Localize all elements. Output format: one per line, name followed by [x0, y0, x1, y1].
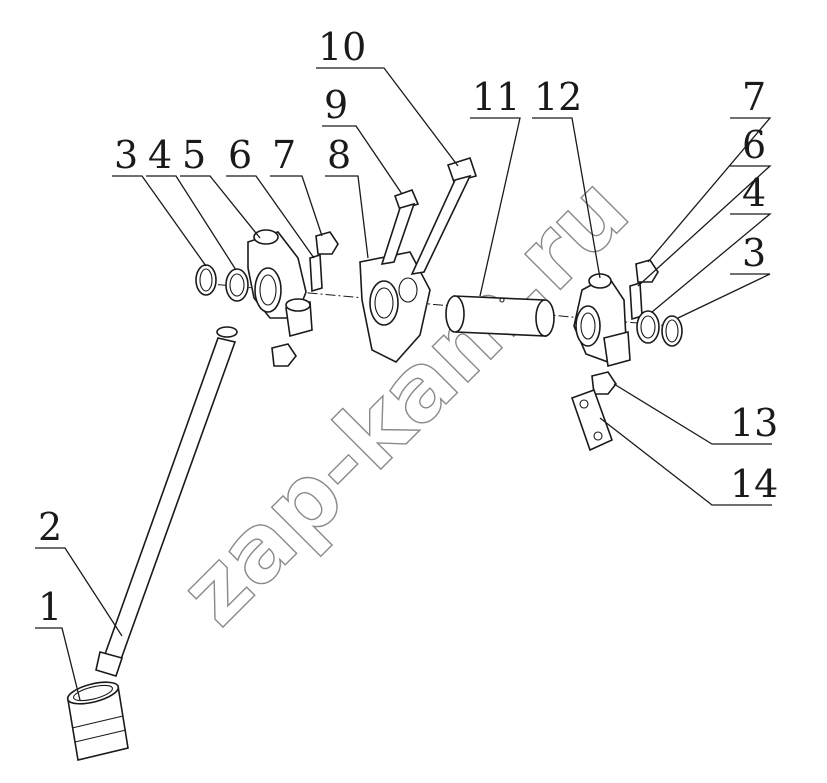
- leader-5: [180, 175, 261, 239]
- callout-3-left: 3: [114, 133, 138, 177]
- callout-12: 12: [534, 75, 582, 119]
- part-snap-ring-left: [195, 264, 217, 296]
- callout-13: 13: [730, 401, 778, 445]
- leader-2: [35, 547, 123, 637]
- part-nut-left: [315, 231, 339, 255]
- callout-4-left: 4: [148, 133, 172, 177]
- part-adjusting-screw-left: [309, 253, 323, 293]
- leader-14: [599, 417, 772, 506]
- leader-11: [470, 117, 521, 297]
- leader-4-left: [146, 175, 237, 271]
- callout-11: 11: [472, 75, 520, 119]
- callout-9: 9: [324, 83, 348, 127]
- leader-4-right: [651, 213, 772, 313]
- leader-10: [316, 67, 459, 167]
- callout-7-left: 7: [272, 133, 296, 177]
- part-nut-13: [591, 371, 617, 395]
- leader-12: [532, 117, 601, 279]
- part-washer-right: [636, 310, 660, 344]
- callout-4-right: 4: [742, 171, 766, 215]
- part-rocker-arm-left: [247, 229, 313, 338]
- callout-labels: 1 2 3 4 5 6 7 8 9 10 11 12 7 6 4 3 13 14: [38, 25, 778, 629]
- callout-10: 10: [318, 25, 366, 69]
- part-short-bolt: [380, 188, 420, 266]
- leader-9: [322, 125, 403, 195]
- part-tappet: [66, 681, 129, 761]
- leader-7-left: [270, 175, 323, 237]
- part-nut-right: [635, 259, 659, 283]
- leader-lines: [35, 67, 772, 701]
- callout-6-left: 6: [228, 133, 252, 177]
- leader-6-left: [226, 175, 315, 259]
- leader-8: [325, 175, 369, 259]
- part-valve-bridge: [570, 388, 614, 452]
- part-long-bolt: [410, 156, 478, 276]
- callout-2: 2: [38, 505, 62, 549]
- callout-14: 14: [730, 462, 778, 506]
- leader-6-right: [637, 165, 772, 287]
- leader-7-right: [647, 117, 772, 263]
- leader-3-right: [677, 273, 771, 319]
- part-snap-ring-right: [661, 315, 683, 347]
- callout-3-right: 3: [742, 231, 766, 275]
- leader-13: [613, 383, 772, 445]
- part-rocker-shaft: [445, 295, 555, 337]
- callout-7-right: 7: [742, 75, 766, 119]
- callout-8: 8: [327, 133, 351, 177]
- part-washer-left: [225, 268, 249, 302]
- leader-3-left: [112, 175, 207, 267]
- part-adjusting-screw-right: [629, 281, 643, 321]
- callout-6-right: 6: [742, 123, 766, 167]
- part-shaft-support: [359, 251, 431, 363]
- part-rocker-arm-right: [573, 273, 631, 368]
- part-nut-lower-left: [271, 343, 297, 367]
- leader-1: [35, 627, 81, 701]
- callout-5: 5: [182, 133, 206, 177]
- part-push-rod: [95, 326, 238, 677]
- callout-1: 1: [38, 585, 62, 629]
